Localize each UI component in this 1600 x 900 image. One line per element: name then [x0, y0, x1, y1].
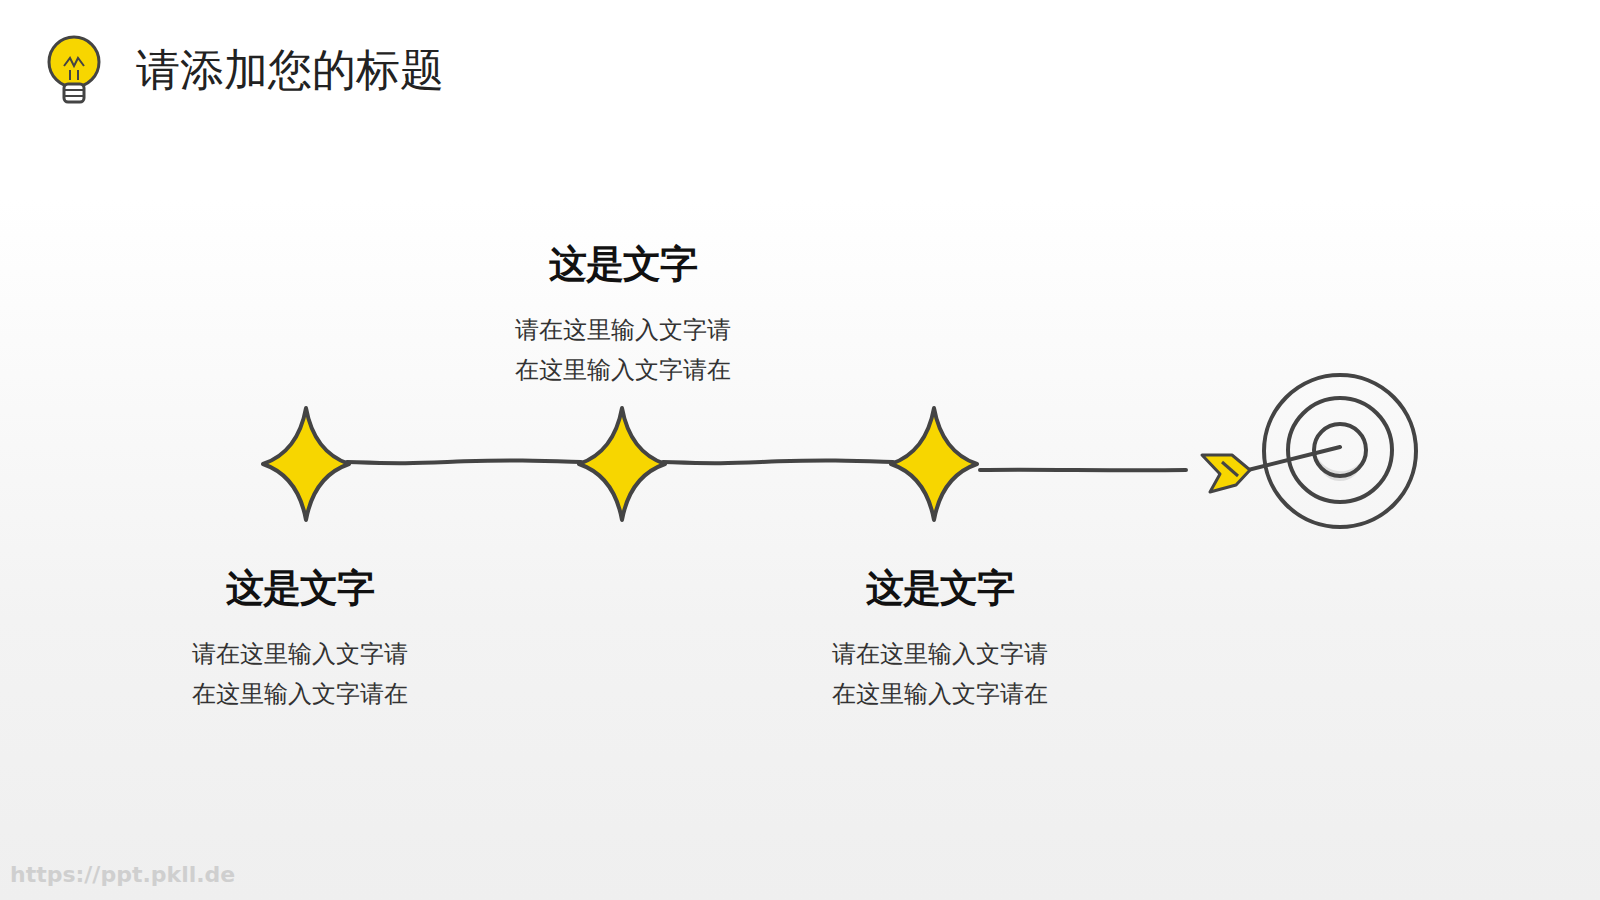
star-outline	[891, 408, 977, 520]
timeline-line	[980, 468, 1186, 473]
bulb-glass	[49, 37, 99, 87]
milestone-body: 请在这里输入文字请 在这里输入文字请在	[827, 634, 1053, 714]
bulb-filament	[64, 58, 84, 80]
bulb-base	[64, 84, 84, 102]
milestone-body: 请在这里输入文字请 在这里输入文字请在	[510, 310, 736, 390]
milestone-body: 请在这里输入文字请 在这里输入文字请在	[187, 634, 413, 714]
star-shape	[889, 406, 979, 522]
star-outline	[263, 408, 349, 520]
arrow-fletching	[1222, 462, 1238, 476]
milestone-heading: 这是文字	[866, 566, 1014, 610]
milestone-star: 这是文字请在这里输入文字请 在这里输入文字请在	[889, 406, 979, 522]
target-ring	[1264, 375, 1416, 527]
milestone-heading: 这是文字	[549, 242, 697, 286]
milestone-star: 这是文字请在这里输入文字请 在这里输入文字请在	[577, 406, 667, 522]
timeline-connector	[347, 460, 581, 463]
bulb-thread	[64, 90, 84, 96]
milestone-heading: 这是文字	[226, 566, 374, 610]
timeline-connector	[663, 460, 893, 463]
star-shape	[261, 406, 351, 522]
target-icon	[1202, 375, 1416, 527]
star-outline	[579, 408, 665, 520]
slide-title: 请添加您的标题	[136, 40, 444, 100]
milestone-star: 这是文字请在这里输入文字请 在这里输入文字请在	[261, 406, 351, 522]
arrow-fletching	[1202, 455, 1250, 492]
star-shape	[577, 406, 667, 522]
lightbulb-icon	[49, 37, 99, 102]
watermark: https://ppt.pkll.de	[10, 862, 235, 887]
target-ring	[1288, 398, 1392, 502]
